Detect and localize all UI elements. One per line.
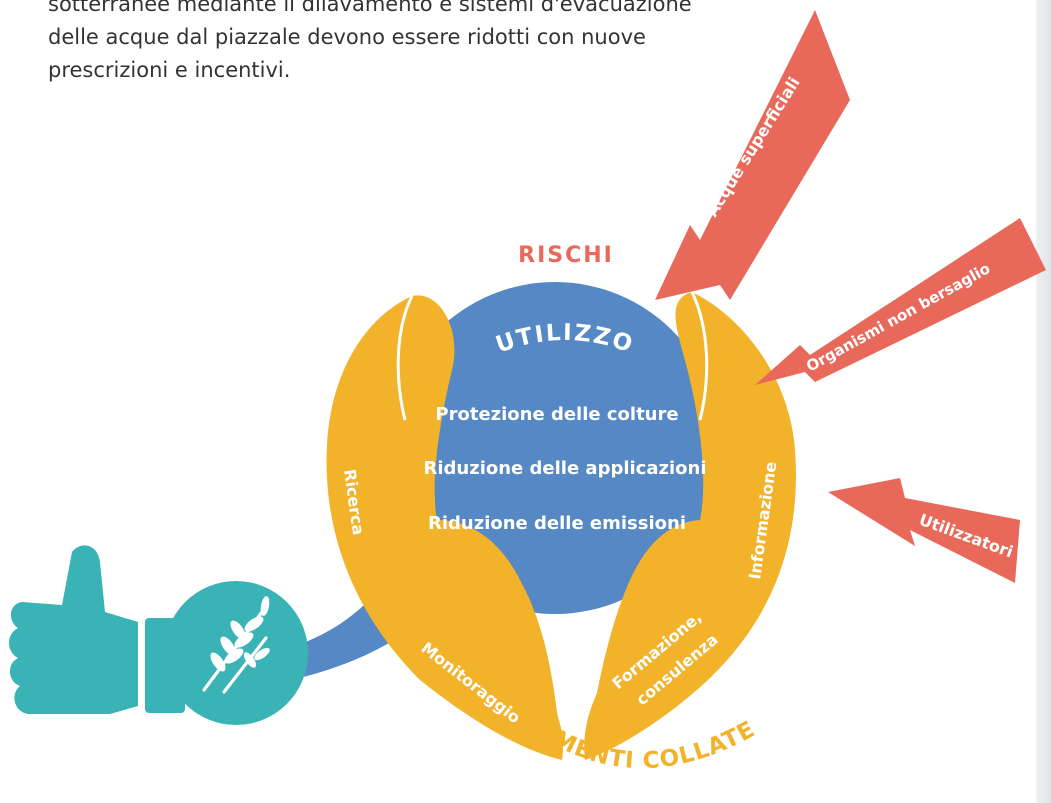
intro-line: sotterranee mediante il dilavamento e si… <box>48 0 692 16</box>
connector-band <box>265 520 440 682</box>
center-item: Protezione delle colture <box>435 404 678 425</box>
page-edge-strip <box>1036 0 1051 803</box>
right-hand <box>584 292 796 760</box>
risk-arrow-utilizzatori <box>828 478 1020 583</box>
center-item: Riduzione delle emissioni <box>428 513 686 534</box>
risk-label-organismi: Organismi non bersaglio <box>803 259 993 375</box>
wheat-icon <box>164 581 308 725</box>
center-item: Riduzione delle applicazioni <box>423 458 706 479</box>
risk-arrow-acque <box>655 10 850 300</box>
intro-line: prescrizioni e incentivi. <box>48 58 291 82</box>
thumbs-up-icon <box>9 545 185 714</box>
intro-paragraph: sotterranee mediante il dilavamento e si… <box>48 0 748 87</box>
left-hand-outline <box>396 295 414 421</box>
right-hand-outline <box>690 291 709 421</box>
left-hand <box>326 295 563 760</box>
risks-title: RISCHI <box>518 243 614 268</box>
risk-arrow-organismi <box>755 218 1046 385</box>
intro-line: delle acque dal piazzale devono essere r… <box>48 25 646 49</box>
